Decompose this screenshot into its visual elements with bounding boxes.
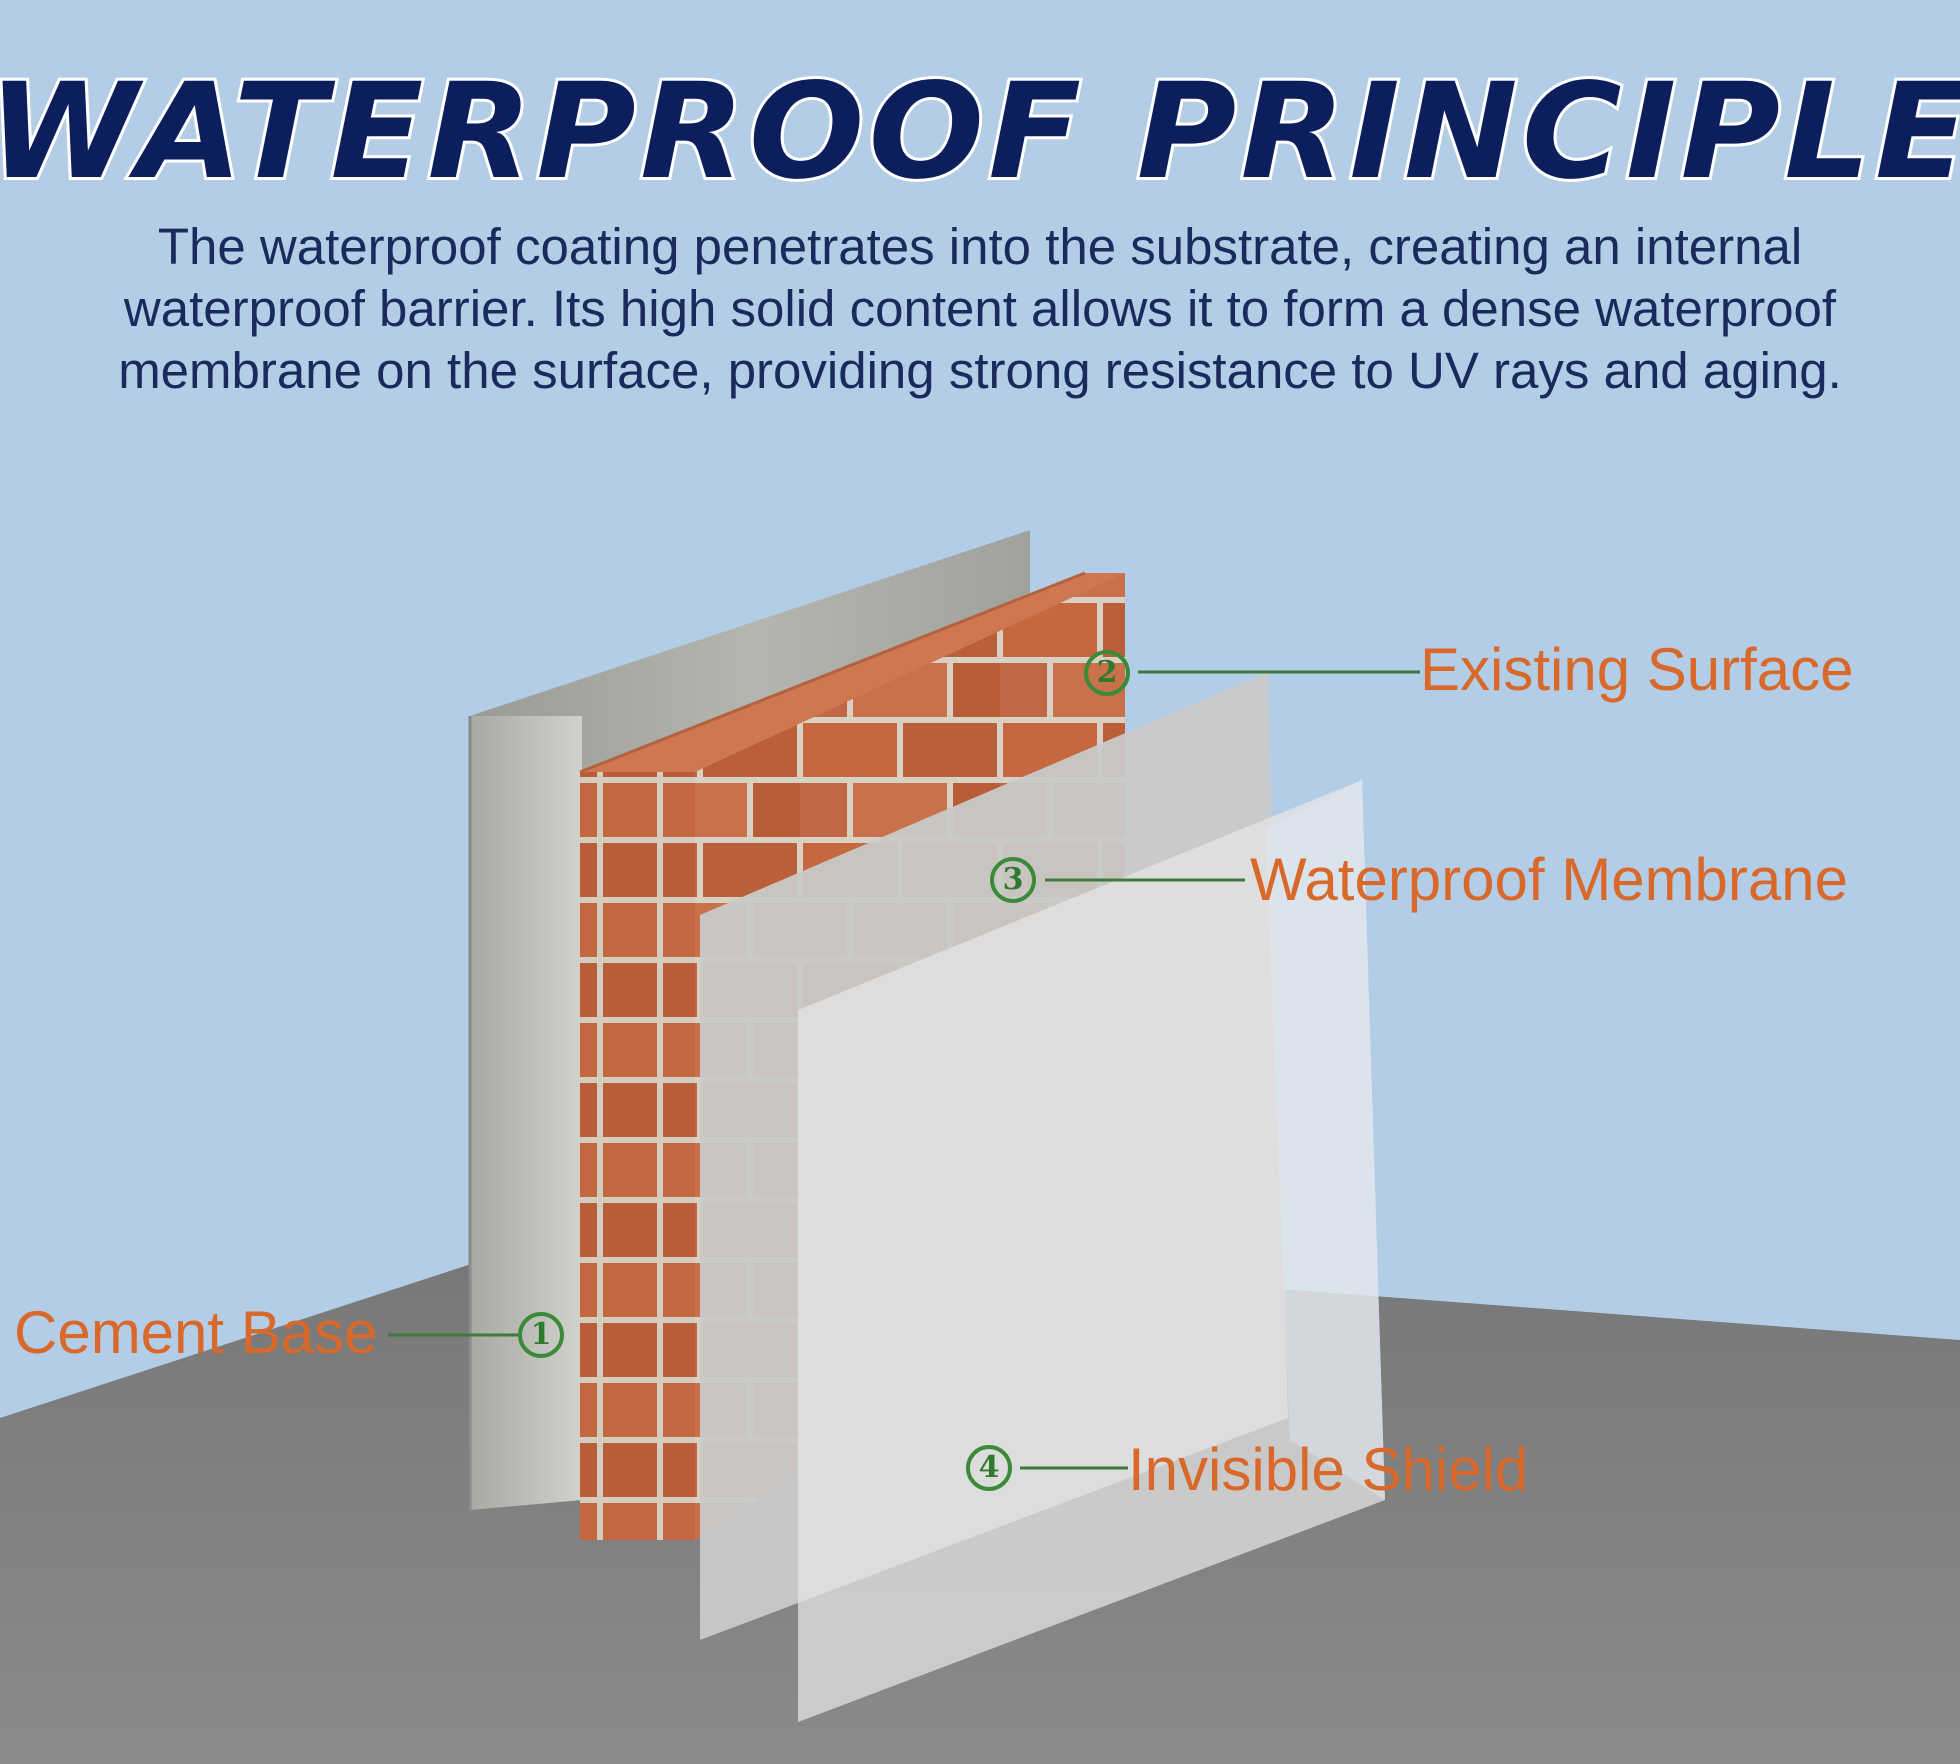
callout-label-existing-surface: Existing Surface — [1420, 636, 1854, 703]
brick-wall-top — [580, 573, 1125, 772]
description-text: The waterproof coating penetrates into t… — [118, 218, 1842, 399]
invisible-shield-pane — [798, 780, 1385, 1722]
cement-base-side — [470, 716, 582, 1510]
callout-label-invisible-shield: Invisible Shield — [1128, 1436, 1529, 1503]
callout-marker-2: 2 — [1084, 650, 1130, 696]
callout-marker-3: 3 — [990, 857, 1036, 903]
callout-marker-1: 1 — [518, 1312, 564, 1358]
callout-label-cement-base: Cement Base — [14, 1299, 378, 1366]
callout-marker-4: 4 — [966, 1445, 1012, 1491]
brick-wall-side — [580, 772, 695, 1540]
page-title: WATERPROOF PRINCIPLE — [0, 52, 1960, 212]
callout-label-waterproof-membrane: Waterproof Membrane — [1250, 846, 1849, 913]
